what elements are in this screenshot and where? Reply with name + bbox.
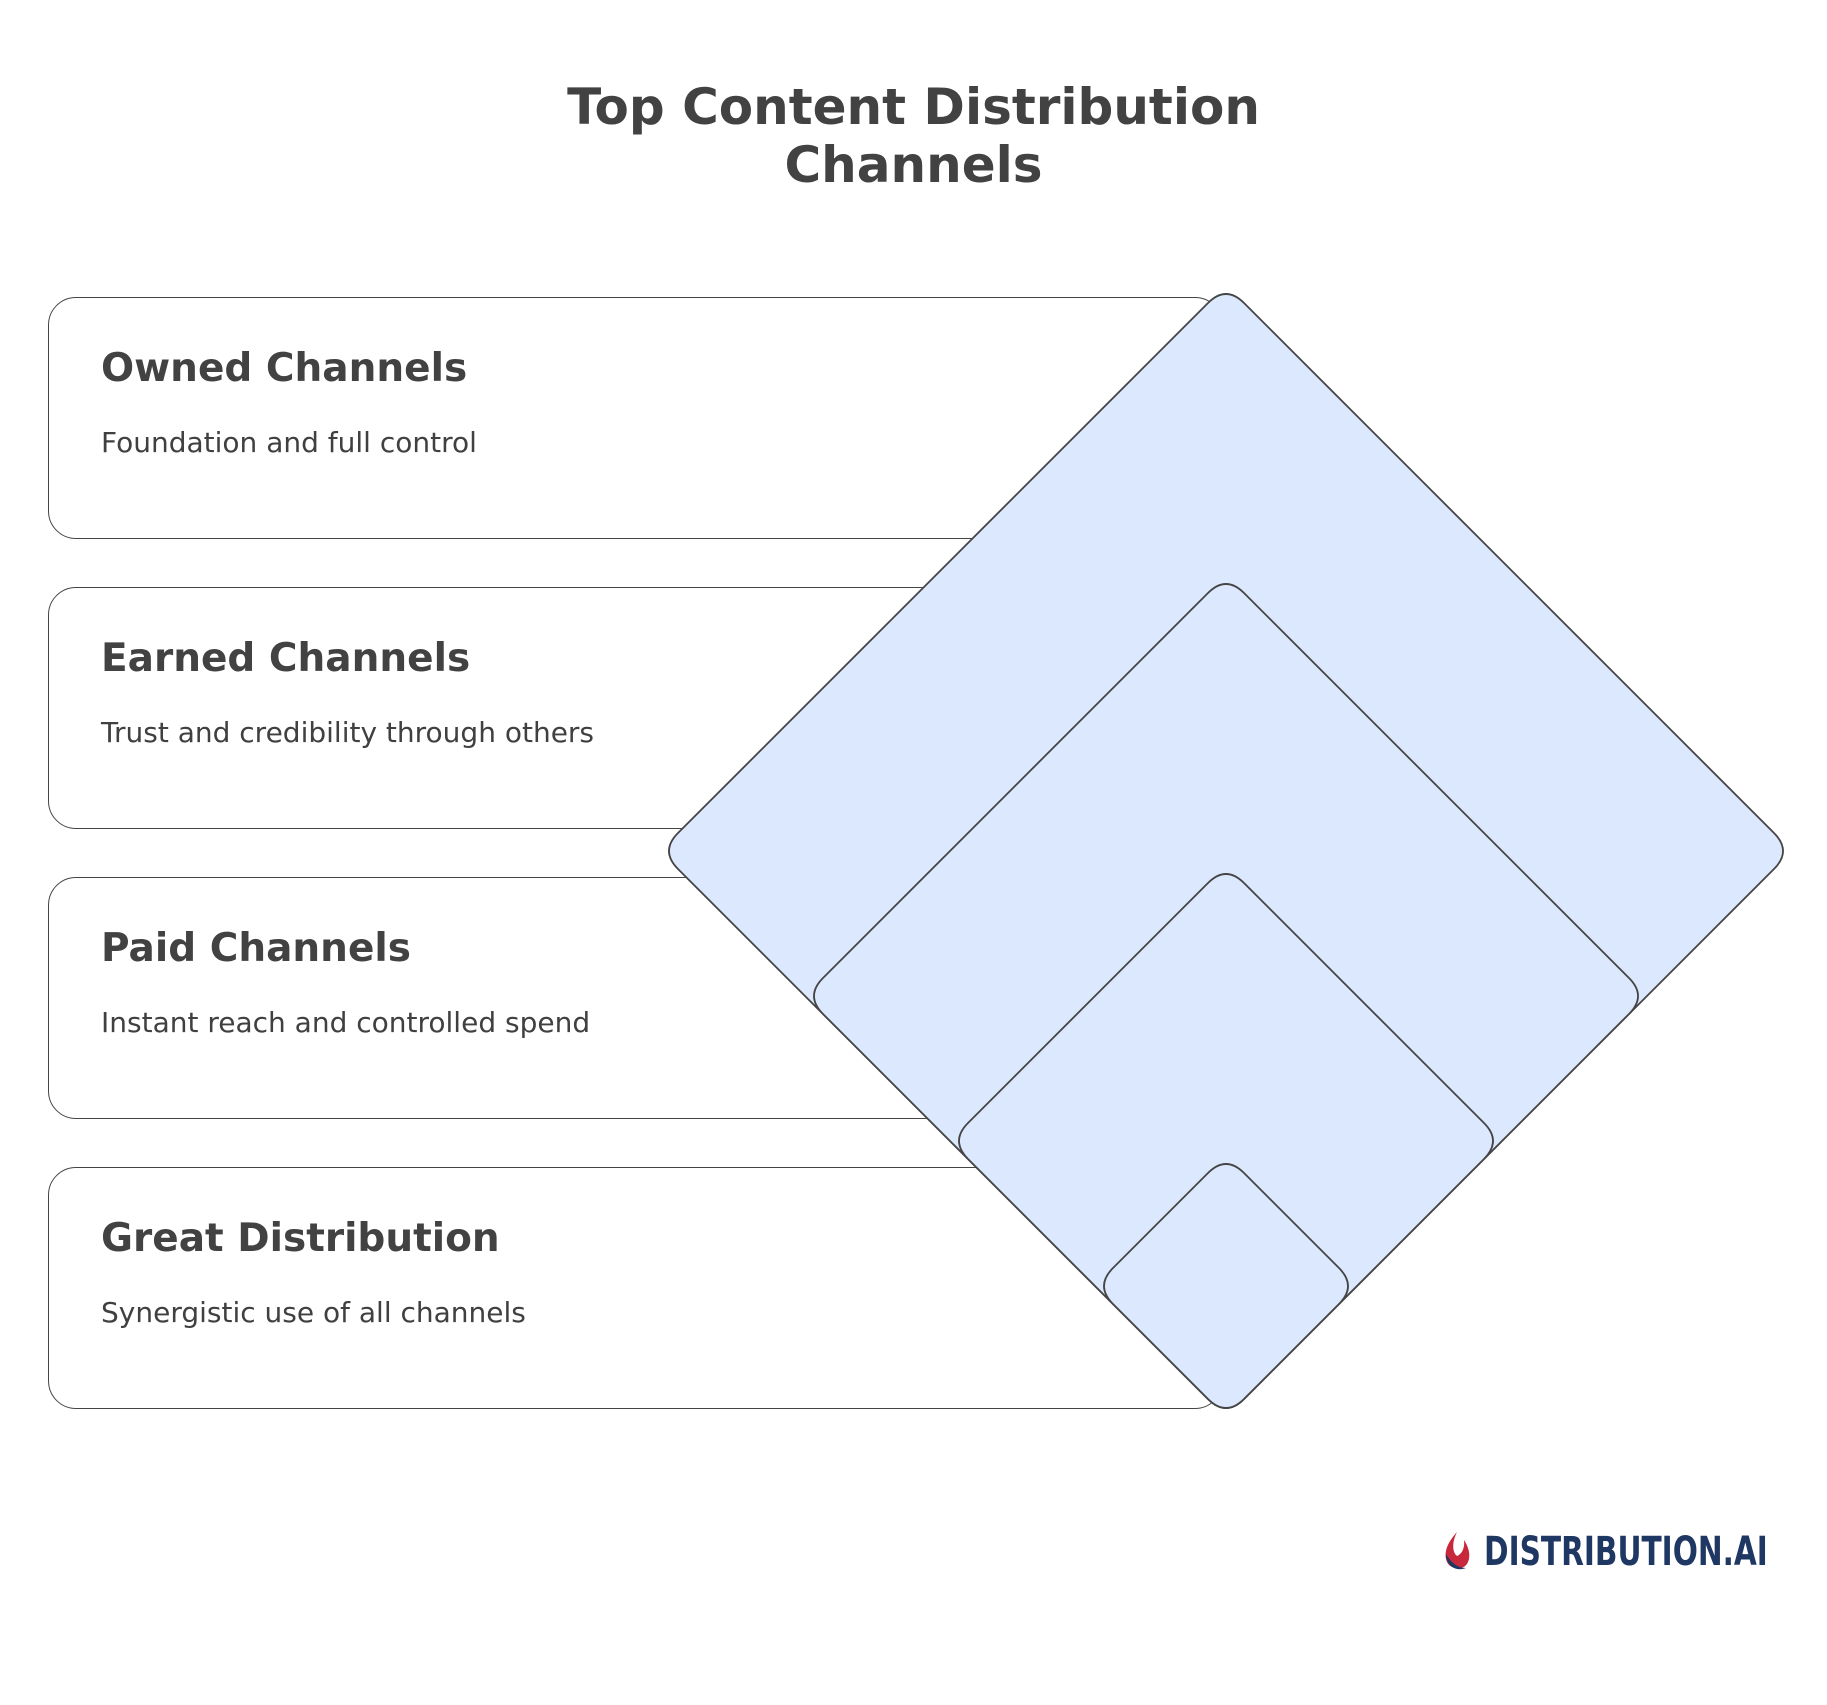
card-owned-channels: Owned Channels Foundation and full contr… [48,297,1223,539]
flame-logo-icon [1445,1532,1470,1570]
card-description: Synergistic use of all channels [101,1296,526,1329]
card-paid-channels: Paid Channels Instant reach and controll… [48,877,1223,1119]
card-title: Earned Channels [101,636,471,681]
card-title: Owned Channels [101,346,468,391]
card-title: Paid Channels [101,926,411,971]
card-description: Foundation and full control [101,426,477,459]
brand-logo: DISTRIBUTION.AI [1440,1524,1827,1580]
title-line-2: Channels [784,136,1043,194]
card-great-distribution: Great Distribution Synergistic use of al… [48,1167,1223,1409]
title-line-1: Top Content Distribution [567,78,1260,136]
brand-name: DISTRIBUTION.AI [1484,1529,1768,1575]
card-description: Trust and credibility through others [101,716,595,749]
page-title: Top Content Distribution Channels [0,78,1827,194]
card-title: Great Distribution [101,1216,500,1261]
card-description: Instant reach and controlled spend [101,1006,591,1039]
card-earned-channels: Earned Channels Trust and credibility th… [48,587,1223,829]
